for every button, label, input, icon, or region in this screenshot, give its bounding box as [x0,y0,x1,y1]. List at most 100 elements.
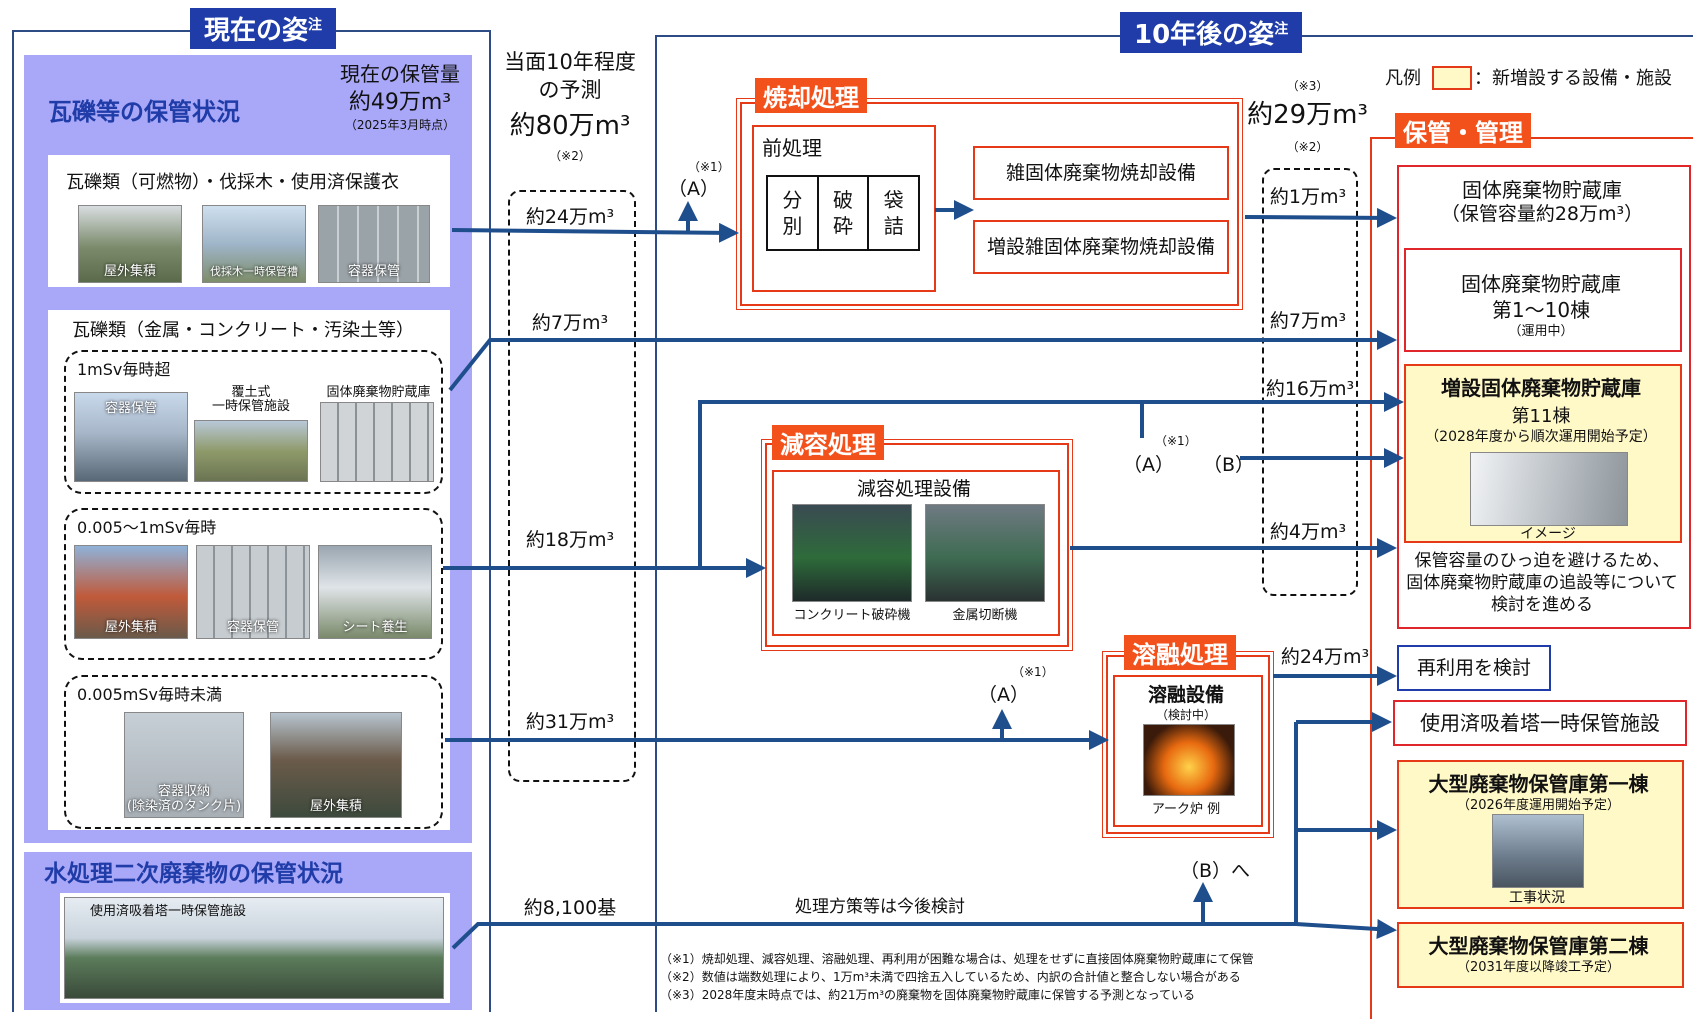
store-expansion-text: 保管容量のひっ迫を避けるため、 固体廃棄物貯蔵庫の追設等について 検討を進める [1406,551,1678,615]
solid-waste-label: 固体廃棄物貯蔵庫 [326,385,431,400]
storage-management-section [1370,137,1693,1019]
photo-mid-sheet: シート養生 [318,545,432,639]
photo-mid-outdoor: 屋外集積 [74,545,188,639]
forecast-v5: 約8,100基 [523,897,617,919]
result-r4: 約4万m³ [1269,521,1347,543]
large-store-2-status: （2031年度以降竣工予定） [1456,960,1621,975]
photo-felled-tree-storage: 伐採木一時保管槽 [202,205,306,283]
store-11-title: 増設固体廃棄物貯蔵庫 [1441,376,1641,400]
mid-dose-title: 0.005～1mSv毎時 [77,518,217,537]
legend-label: 凡例 [1385,68,1421,89]
label-a-3: （A） [978,684,1029,706]
photo-store-11-image [1470,452,1628,526]
photo-low-container: 容器収納 (除染済のタンク片) [124,712,244,818]
arrow-high-dose [448,330,1397,392]
result-total-note: （※2） [1286,140,1329,154]
arrow-combustible [451,222,739,243]
footnote-3: （※3）2028年度末時点では、約21万m³の廃棄物を固体廃棄物貯蔵庫に保管する… [660,988,1196,1002]
note1-label-a3: （※1） [1012,665,1054,679]
melting-status: （検討中） [1155,708,1216,722]
current-state-title: 現在の姿注 [190,8,337,49]
solid-waste-store-1-10 [1404,248,1682,352]
photo-arc-furnace [1143,724,1235,796]
legend-text: ：新増設する設備・施設 [1474,68,1672,89]
preprocess-title: 前処理 [762,136,822,160]
label-b-to: （B）へ [1180,860,1251,882]
note1-label-a1: （※1） [688,160,730,174]
result-r3: 約16万m³ [1265,378,1355,400]
store-11-building: 第11棟 [1511,406,1571,427]
arc-furnace-caption: アーク炉 例 [1151,802,1221,817]
high-dose-title: 1mSv毎時超 [77,360,171,379]
melting-title: 溶融処理 [1124,635,1236,670]
arrow-mid-branch [698,392,1404,568]
store-11-image-caption: イメージ [1520,526,1576,542]
forecast-total-note: （※2） [549,149,591,163]
water-photo-label: 使用済吸着塔一時保管施設 [90,904,247,919]
result-total: 約29万m³ [1247,100,1368,130]
incineration-section [736,98,1243,310]
store-1-10-title: 固体廃棄物貯蔵庫 [1461,272,1621,296]
arrow-incineration-out [1244,207,1397,228]
reuse-box: 再利用を検討 [1397,645,1551,691]
label-a-1: （A） [668,178,719,200]
step-sort: 分 別 [768,177,819,249]
forecast-v1: 約24万m³ [525,206,615,228]
concrete-crusher-caption: コンクリート破砕機 [793,608,911,623]
incinerator-existing: 雑固体廃棄物焼却設備 [973,146,1229,200]
large-store-1-status: （2026年度運用開始予定） [1456,798,1621,813]
photo-low-outdoor: 屋外集積 [270,712,402,818]
store-1-10-buildings: 第1～10棟 [1491,298,1591,322]
storage-heading: 瓦礫等の保管状況 [48,98,240,126]
volume-reduction-section [761,439,1073,651]
photo-adsorption-tower-storage [64,897,444,999]
water-policy-label: 処理方策等は今後検討 [795,897,965,917]
photo-outdoor-pile: 屋外集積 [78,205,182,283]
photo-container-storage: 容器保管 [318,205,430,283]
current-volume-date: （2025年3月時点） [344,118,456,132]
incineration-title: 焼却処理 [755,78,867,113]
storage-management-title: 保管・管理 [1395,113,1531,148]
store-11-status: （2028年度から順次運用開始予定） [1425,429,1657,445]
forecast-v2: 約7万m³ [531,312,609,334]
forecast-v4: 約31万m³ [525,711,615,733]
photo-high-container: 容器保管 [74,392,188,482]
result-r2: 約7万m³ [1269,310,1347,332]
future-state-title: 10年後の姿注 [1120,12,1303,53]
step-bag: 袋 詰 [883,188,904,238]
mid-dose-group [64,508,443,660]
large-store-1-title: 大型廃棄物保管庫第一棟 [1428,772,1649,796]
photo-solid-waste-store [320,402,434,482]
large-store-2-title: 大型廃棄物保管庫第二棟 [1428,934,1649,958]
melting-equipment: 溶融設備 [1147,684,1224,706]
store-1-10-status: （運用中） [1508,324,1574,339]
forecast-v3: 約18万m³ [525,529,615,551]
metal-concrete-group-title: 瓦礫類（金属・コンクリート・汚染土等） [72,320,414,341]
soil-cover-label: 覆土式 一時保管施設 [211,385,290,414]
forecast-total: 約80万m³ [509,111,631,141]
forecast-dashed-box [508,190,636,782]
low-dose-group [64,675,443,829]
photo-concrete-crusher [792,504,912,602]
photo-soil-cover-facility [194,420,308,482]
solid-waste-store-capacity: （保管容量約28万m³） [1440,203,1644,225]
photo-mid-container: 容器保管 [196,545,310,639]
volume-reduction-title: 減容処理 [772,425,884,460]
arrow-to-large-2 [1295,919,1397,939]
low-dose-title: 0.005mSv毎時未満 [77,685,223,704]
step-crush: 破 砕 [819,177,870,249]
arrow-water [451,922,1296,950]
result-r5: 約24万m³ [1280,646,1370,668]
forecast-header: 当面10年程度 の予測 [504,50,636,102]
combustible-group-title: 瓦礫類（可燃物）・伐採木・使用済保護衣 [66,172,399,193]
photo-metal-cutter [925,504,1045,602]
result-r1: 約1万m³ [1269,186,1347,208]
large-waste-store-2 [1397,922,1684,988]
adsorption-tower-storage: 使用済吸着塔一時保管施設 [1393,700,1687,746]
current-volume-label: 現在の保管量 [340,62,460,86]
footnote-2: （※2）数値は端数処理により、1万m³未満で四捨五入しているため、内訳の合計値と… [660,970,1241,984]
result-dashed-box [1262,168,1358,596]
note1-label-a2: （※1） [1155,434,1197,448]
current-volume-value: 約49万m³ [348,90,452,115]
